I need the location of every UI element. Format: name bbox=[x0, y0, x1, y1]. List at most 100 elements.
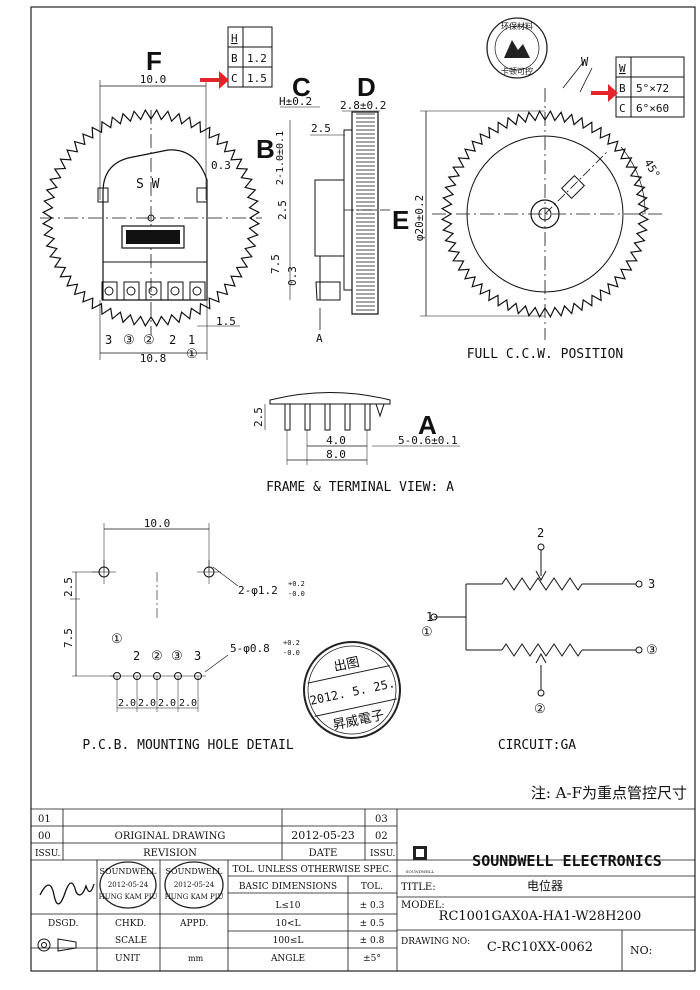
svg-text:100≤L: 100≤L bbox=[273, 936, 304, 946]
pcb-hole-small-tol-dn: -0.0 bbox=[283, 649, 300, 657]
hc-table: H B 1.2 C 1.5 bbox=[227, 26, 273, 88]
letter-a: A bbox=[418, 410, 437, 440]
svg-text:± 0.8: ± 0.8 bbox=[360, 936, 385, 946]
dsgd-label: DSGD. bbox=[48, 919, 78, 929]
svg-text:±5°: ±5° bbox=[363, 954, 381, 964]
svg-text:2: 2 bbox=[133, 649, 140, 663]
side-dim-25-top: 2.5 bbox=[311, 122, 331, 135]
unit-label: UNIT bbox=[115, 954, 140, 964]
frame-dim-80: 8.0 bbox=[326, 448, 346, 461]
control-letters: F C D B E A bbox=[146, 46, 437, 440]
side-dim-75: 7.5 bbox=[269, 254, 282, 274]
svg-text:①: ① bbox=[186, 347, 198, 362]
appd-label: APPD. bbox=[179, 919, 209, 929]
front-sw-label: S W bbox=[136, 177, 160, 192]
stamp-center-date: 2012. 5. 25. bbox=[309, 676, 397, 708]
svg-text:TOL.: TOL. bbox=[361, 882, 383, 892]
front-window-fill bbox=[126, 230, 180, 244]
stamp-center-top: 出图 bbox=[332, 655, 361, 675]
pcb-hole-large: 2-φ1.2 bbox=[238, 584, 278, 597]
title-value: 电位器 bbox=[527, 878, 563, 893]
front-right-tab bbox=[196, 187, 208, 203]
pcb-dim-75: 7.5 bbox=[62, 628, 75, 648]
pcb-hole-small-tol-up: +0.2 bbox=[283, 639, 300, 647]
svg-text:②: ② bbox=[151, 649, 163, 664]
side-dim-h: H±0.2 bbox=[279, 95, 312, 108]
side-label-a: A bbox=[316, 332, 323, 345]
svg-text:BASIC DIMENSIONS: BASIC DIMENSIONS bbox=[239, 882, 337, 892]
pcb-view: 10.0 2.5 7.5 2-φ1.2 +0.2 -0.0 5-φ0.8 +0.… bbox=[62, 517, 305, 753]
full-w-label: W bbox=[581, 55, 589, 69]
svg-text:6°×60: 6°×60 bbox=[636, 102, 669, 115]
svg-text:H: H bbox=[231, 32, 238, 45]
svg-text:± 0.5: ± 0.5 bbox=[360, 919, 385, 929]
full-angle: 45° bbox=[641, 157, 662, 181]
svg-text:C: C bbox=[231, 72, 238, 85]
svg-text:2.0: 2.0 bbox=[118, 698, 136, 709]
frame-dim-40: 4.0 bbox=[326, 434, 346, 447]
title-label: TITLE: bbox=[401, 882, 436, 893]
svg-text:2012-05-24: 2012-05-24 bbox=[108, 881, 149, 889]
circuit-n2c: ② bbox=[534, 702, 546, 717]
circuit-n3: 3 bbox=[648, 577, 655, 591]
front-dim-top: 10.0 bbox=[140, 73, 167, 86]
side-view: H±0.2 2.8±0.2 2.5 2.5 2-1.0±0.1 7.5 0.3 … bbox=[269, 95, 390, 345]
svg-text:SOUNDWELL: SOUNDWELL bbox=[166, 867, 224, 876]
svg-text:00: 00 bbox=[38, 831, 51, 842]
letter-e: E bbox=[392, 205, 409, 235]
projection-symbol-icon bbox=[37, 938, 77, 952]
svg-text:HUNG KAM PIU: HUNG KAM PIU bbox=[165, 893, 224, 901]
svg-text:3: 3 bbox=[105, 333, 112, 347]
svg-text:03: 03 bbox=[375, 814, 388, 825]
svg-text:02: 02 bbox=[375, 831, 388, 842]
full-diameter: φ20±0.2 bbox=[413, 195, 426, 241]
svg-text:REVISION: REVISION bbox=[143, 848, 197, 859]
company-logo-icon: SOUNDWELL bbox=[406, 846, 435, 874]
front-view: 10.0 0.3 S W 10.8 1.5 3 ③ ② 2 1 ① bbox=[40, 73, 262, 365]
tolerance-table: TOL. UNLESS OTHERWISE SPEC. BASIC DIMENS… bbox=[232, 865, 391, 964]
pcb-hole-small: 5-φ0.8 bbox=[230, 642, 270, 655]
front-window bbox=[121, 225, 185, 249]
front-terminals bbox=[101, 281, 206, 301]
svg-text:SOUNDWELL: SOUNDWELL bbox=[406, 869, 435, 874]
svg-text:③: ③ bbox=[123, 333, 135, 348]
svg-text:5°×72: 5°×72 bbox=[636, 82, 669, 95]
approval-stamp-1: SOUNDWELL 2012-05-24 HUNG KAM PIU bbox=[99, 861, 157, 909]
svg-text:B: B bbox=[231, 52, 238, 65]
pcb-hole-large-tol-up: +0.2 bbox=[288, 580, 305, 588]
pcb-spacing: 2.0 2.0 2.0 2.0 bbox=[116, 676, 199, 712]
side-dim-d: 2.8±0.2 bbox=[340, 99, 386, 112]
side-dim-25-left: 2.5 bbox=[276, 200, 289, 220]
no-label: NO: bbox=[630, 944, 652, 957]
svg-text:1.5: 1.5 bbox=[247, 72, 267, 85]
side-dim-2-1: 2-1.0±0.1 bbox=[275, 131, 286, 185]
rev-table-text: 01 03 00 ORIGINAL DRAWING 2012-05-23 02 … bbox=[35, 814, 395, 859]
svg-text:TOL. UNLESS OTHERWISE SPEC.: TOL. UNLESS OTHERWISE SPEC. bbox=[232, 865, 391, 875]
letter-f: F bbox=[146, 46, 162, 76]
unit-value: mm bbox=[188, 954, 204, 963]
front-left-tab bbox=[97, 187, 109, 203]
w-table: W B 5°×72 C 6°×60 bbox=[615, 56, 685, 118]
drawing-label: DRAWING NO: bbox=[401, 937, 470, 947]
svg-text:①: ① bbox=[111, 632, 123, 647]
scale-label: SCALE bbox=[115, 936, 147, 946]
side-frame bbox=[314, 179, 345, 257]
svg-text:2.0: 2.0 bbox=[158, 698, 176, 709]
arrow-w-red bbox=[591, 84, 618, 102]
svg-text:1: 1 bbox=[188, 333, 195, 347]
frame-dim-25: 2.5 bbox=[252, 407, 265, 427]
company-name: SOUNDWELL ELECTRONICS bbox=[472, 852, 662, 870]
svg-text:2.0: 2.0 bbox=[179, 698, 197, 709]
model-value: RC1001GAX0A-HA1-W28H200 bbox=[439, 909, 642, 924]
stamp-top-bottom: 卡顿可控 bbox=[501, 66, 533, 76]
svg-text:01: 01 bbox=[38, 814, 51, 825]
svg-text:3: 3 bbox=[194, 649, 201, 663]
circuit-n2: 2 bbox=[537, 526, 544, 540]
front-housing bbox=[102, 149, 208, 301]
circuit-caption: CIRCUIT:GA bbox=[498, 738, 576, 753]
pcb-hole-large-tol-dn: -0.0 bbox=[288, 590, 305, 598]
front-dim-bottom: 10.8 bbox=[140, 352, 167, 365]
svg-text:10<L: 10<L bbox=[276, 919, 301, 929]
approval-stamp-2: SOUNDWELL 2012-05-24 HUNG KAM PIU bbox=[164, 861, 224, 909]
